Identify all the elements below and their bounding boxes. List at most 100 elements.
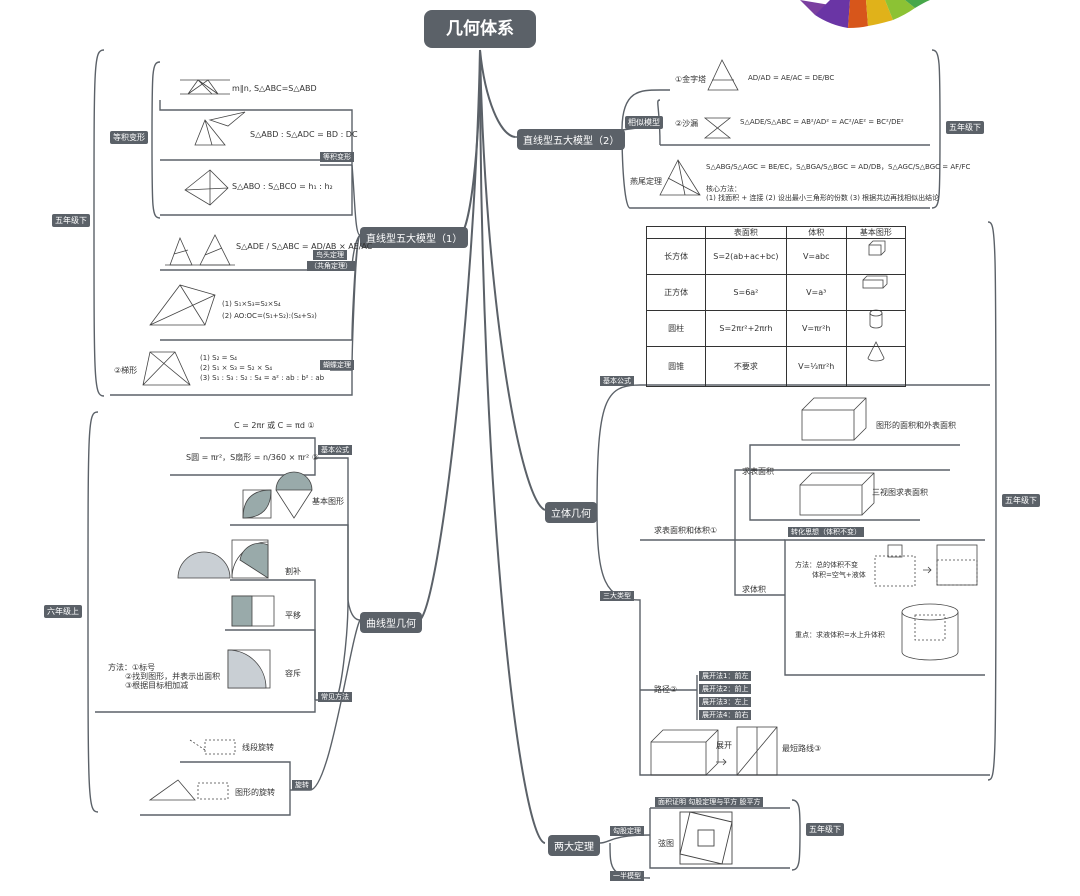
bracket-theorem-grade bbox=[791, 799, 801, 871]
line1-connectors bbox=[110, 100, 361, 396]
branch-two-theorems[interactable]: 两大定理 bbox=[548, 835, 600, 856]
curve-connectors bbox=[95, 437, 361, 816]
solid-shortest: 最短路线③ bbox=[782, 744, 822, 753]
table-row-cube-surface: S=6a² bbox=[705, 274, 787, 311]
bracket-line2-grade bbox=[931, 49, 941, 209]
tag-line2-grade[interactable]: 五年级下 bbox=[946, 121, 984, 134]
table-row-cube-volume: V=a³ bbox=[785, 274, 847, 311]
theorem-pythag[interactable]: 勾股定理 bbox=[610, 826, 644, 836]
solid-route-4[interactable]: 展开法4：前右 bbox=[699, 710, 752, 720]
line2-method-title: 核心方法： bbox=[706, 185, 741, 193]
curve-rotate-shape: 图形的旋转 bbox=[235, 788, 275, 797]
bird-subtitle[interactable]: （共角定理） bbox=[307, 261, 355, 271]
table-row-cone-name: 圆锥 bbox=[645, 346, 707, 387]
solid-find-surface: 求表面积 bbox=[742, 467, 774, 476]
curve-rotate[interactable]: 旋转 bbox=[292, 780, 312, 790]
curve-method-2: ②找到图形，并表示出面积 bbox=[125, 672, 221, 681]
root-connectors bbox=[419, 49, 546, 844]
xian-figure bbox=[679, 811, 733, 865]
table-head-surface: 表面积 bbox=[705, 226, 787, 239]
trapezoid-label: ②梯形 bbox=[114, 366, 138, 375]
line1-parallel-label[interactable]: 等积变形 bbox=[320, 152, 354, 162]
root-node[interactable]: 几何体系 bbox=[424, 10, 536, 48]
branch-line1[interactable]: 直线型五大模型（1） bbox=[360, 227, 469, 248]
bird-formula: S△ADE / S△ABC = AD/AB × AE/AC bbox=[236, 242, 373, 251]
tag-curve-grade[interactable]: 六年级上 bbox=[44, 605, 82, 618]
line1-formula-2: S△ABD : S△ADC = BD : DC bbox=[250, 130, 358, 139]
bracket-curve-grade bbox=[87, 411, 99, 813]
table-row-cuboid-volume: V=abc bbox=[785, 238, 847, 275]
theorem-xian: 弦图 bbox=[658, 839, 674, 848]
table-row-cylinder-volume: V=πr²h bbox=[785, 310, 847, 347]
trapezoid-formula-3: (3) S₁ : S₃ : S₂ : S₄ = a² : ab : b² : a… bbox=[200, 374, 325, 382]
theorem-connectors bbox=[599, 807, 790, 879]
curve-method-1: 方法：①标号 bbox=[108, 663, 156, 672]
solid-find-volume: 求体积 bbox=[742, 585, 766, 594]
swallow-label: 燕尾定理 bbox=[630, 177, 662, 186]
curve-formula-circumference: C = 2πr 或 C = πd ① bbox=[234, 421, 315, 430]
solid-route-3[interactable]: 展开法3：左上 bbox=[699, 697, 752, 707]
bracket-equal-area bbox=[151, 61, 161, 219]
branch-curve[interactable]: 曲线型几何 bbox=[360, 612, 422, 633]
curve-basic-formula[interactable]: 基本公式 bbox=[318, 445, 352, 455]
table-row-cone-surface: 不要求 bbox=[705, 346, 787, 387]
branch-line2[interactable]: 直线型五大模型（2） bbox=[517, 129, 626, 150]
curve-method-3: ③根据目标相加减 bbox=[125, 681, 189, 690]
line1-figures bbox=[142, 79, 246, 386]
solid-surface-1: 图形的面积和外表面积 bbox=[876, 421, 956, 430]
tag-solid-grade[interactable]: 五年级下 bbox=[1002, 494, 1040, 507]
table-row-cuboid-shape bbox=[845, 238, 907, 275]
solid-basic-formula[interactable]: 基本公式 bbox=[600, 376, 634, 386]
tag-theorem-grade[interactable]: 五年级下 bbox=[806, 823, 844, 836]
hourglass-formula: S△ADE/S△ABC = AB²/AD² = AC²/AE² = BC²/DE… bbox=[740, 118, 904, 126]
curve-common-method[interactable]: 常见方法 bbox=[318, 692, 352, 702]
bracket-solid-grade bbox=[987, 221, 997, 781]
solid-connectors bbox=[580, 384, 990, 776]
solid-surface-2: 三视图求表面积 bbox=[872, 488, 928, 497]
table-row-cube-shape bbox=[845, 274, 907, 311]
table-head-shape: 基本图形 bbox=[845, 226, 907, 239]
line1-formula-1: m∥n, S△ABC=S△ABD bbox=[232, 84, 317, 93]
line2-method-text: (1) 找面积 + 连接 (2) 设出最小三角形的份数 (3) 根据共边再找相似… bbox=[706, 194, 940, 202]
butterfly-formula-2: (2) AO:OC=(S₁+S₂):(S₄+S₃) bbox=[222, 312, 317, 320]
tag-line1-grade[interactable]: 五年级下 bbox=[52, 214, 90, 227]
table-row-cone-shape bbox=[845, 346, 907, 387]
curve-formula-area: S圆 = πr²，S扇形 = n/360 × πr² ② bbox=[186, 453, 319, 462]
trapezoid-formula-1: (1) S₂ = S₄ bbox=[200, 354, 237, 362]
tag-equal-area[interactable]: 等积变形 bbox=[110, 131, 148, 144]
table-row-cuboid-name: 长方体 bbox=[645, 238, 707, 275]
bracket-line1-grade bbox=[93, 49, 105, 397]
solid-surface-volume: 求表面积和体积① bbox=[654, 526, 718, 535]
solid-three-types[interactable]: 三大类型 bbox=[600, 591, 634, 601]
bird-title[interactable]: 鸟头定理 bbox=[313, 250, 347, 260]
theorem-other[interactable]: 一半模型 bbox=[610, 871, 644, 881]
curve-rotate-line: 线段旋转 bbox=[242, 743, 274, 752]
solid-route-1[interactable]: 展开法1：前左 bbox=[699, 671, 752, 681]
hourglass-label: ②沙漏 bbox=[675, 119, 699, 128]
table-row-cone-volume: V=⅓πr²h bbox=[785, 346, 847, 387]
line2-figures bbox=[659, 59, 739, 196]
solid-route: 路径② bbox=[654, 685, 678, 694]
curve-tolerate: 容斥 bbox=[285, 669, 301, 678]
branch-solid[interactable]: 立体几何 bbox=[545, 502, 597, 523]
trapezoid-formula-2: (2) S₁ × S₃ = S₂ × S₄ bbox=[200, 364, 273, 372]
solid-volume-1a: 方法：总的体积不变 bbox=[795, 561, 858, 569]
theorem-top-label[interactable]: 面积证明 勾股定理与平方 股平方 bbox=[655, 797, 764, 807]
table-head-volume: 体积 bbox=[785, 226, 847, 239]
butterfly-formula-1: (1) S₁×S₃=S₂×S₄ bbox=[222, 300, 281, 308]
pyramid-formula: AD/AD = AE/AC = DE/BC bbox=[748, 74, 835, 82]
table-row-cylinder-surface: S=2πr²+2πrh bbox=[705, 310, 787, 347]
curve-move: 平移 bbox=[285, 611, 301, 620]
table-row-cube-name: 正方体 bbox=[645, 274, 707, 311]
line2-sub-similar[interactable]: 相似模型 bbox=[625, 116, 663, 129]
solid-route-2[interactable]: 展开法2：前上 bbox=[699, 684, 752, 694]
table-row-cylinder-shape bbox=[845, 310, 907, 347]
butterfly-title[interactable]: 蝴蝶定理 bbox=[320, 360, 354, 370]
line1-formula-3: S△ABO : S△BCO = h₁ : h₂ bbox=[232, 182, 333, 191]
curve-cut: 割补 bbox=[285, 567, 301, 576]
curve-basic-shape: 基本图形 bbox=[312, 497, 344, 506]
color-wheel-decoration bbox=[800, 0, 930, 28]
solid-volume-change[interactable]: 转化思想（体积不变） bbox=[788, 527, 864, 537]
